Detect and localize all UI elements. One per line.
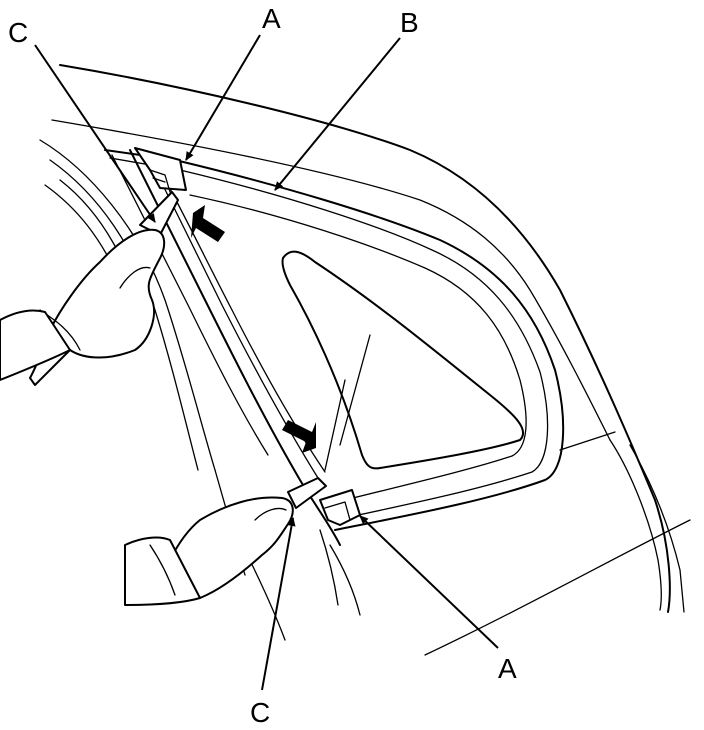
upper-hand-with-tool (0, 191, 179, 386)
label-c-top: C (8, 17, 28, 48)
callout-labels: A B C A C (8, 3, 517, 728)
leader-lines (34, 34, 499, 691)
label-a-bottom: A (498, 653, 517, 684)
motion-arrows (191, 205, 316, 453)
lower-hand-with-tool (124, 477, 327, 606)
upper-motion-arrow-icon (191, 205, 225, 242)
lower-motion-arrow-icon (282, 420, 316, 453)
top-clip (134, 147, 187, 193)
bottom-clip (319, 489, 361, 526)
label-b-top: B (400, 7, 419, 38)
label-c-bottom: C (250, 697, 270, 728)
label-a-top: A (262, 3, 281, 34)
